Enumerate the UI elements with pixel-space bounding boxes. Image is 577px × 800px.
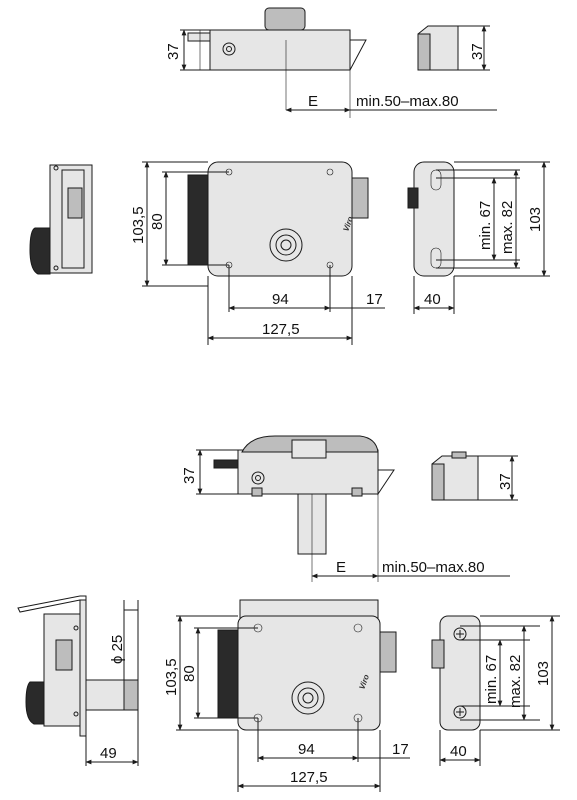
top-small-height-label: 37 [469,43,486,60]
bottom-side-w-label: 49 [100,745,117,762]
bottom-side-w-right-label: 40 [450,743,467,760]
bottom-h-label: 103 [535,661,552,686]
bottom-w1-label: 94 [298,741,315,758]
top-w1-label: 94 [272,291,289,308]
top-plan-height-label: 37 [165,43,182,60]
top-range-label: min.50–max.80 [356,93,459,110]
top-w2-label: 17 [366,291,383,308]
top-e-label: E [308,93,318,110]
top-plan-view: 37 E min.50–max.80 [165,7,497,118]
top-front-view: Viro 103,5 80 94 17 127,5 [130,161,385,345]
top-min-label: min. 67 [477,201,494,250]
bottom-e-label: E [336,559,346,576]
bottom-plan-height-label: 37 [181,467,198,484]
bottom-range-label: min.50–max.80 [382,559,485,576]
top-w3-label: 127,5 [262,321,300,338]
bottom-small-height-label: 37 [497,473,514,490]
top-small-side-view: 37 [417,25,490,71]
bottom-w2-label: 17 [392,741,409,758]
bottom-plan-view: 37 E min.50–max.80 [181,435,510,582]
top-h-label: 103 [527,207,544,232]
bottom-right-side-view: min. 67 max. 82 103 40 [431,615,560,766]
bottom-dia-label: ϕ 25 [109,635,126,664]
bottom-left-side-view: ϕ 25 49 [17,595,139,766]
top-right-side-view: min. 67 max. 82 103 40 [407,161,550,314]
bottom-h1-label: 103,5 [163,658,180,696]
bottom-max-label: max. 82 [507,655,524,708]
top-max-label: max. 82 [499,201,516,254]
bottom-h2-label: 80 [181,665,198,682]
bottom-min-label: min. 67 [483,655,500,704]
top-side-w-label: 40 [424,291,441,308]
bottom-front-view: Viro 103,5 80 94 17 127,5 [163,599,410,792]
top-h1-label: 103,5 [130,206,147,244]
bottom-w3-label: 127,5 [290,769,328,786]
bottom-small-side-view: 37 [431,451,518,501]
top-left-side-view [29,164,93,275]
top-h2-label: 80 [149,213,166,230]
